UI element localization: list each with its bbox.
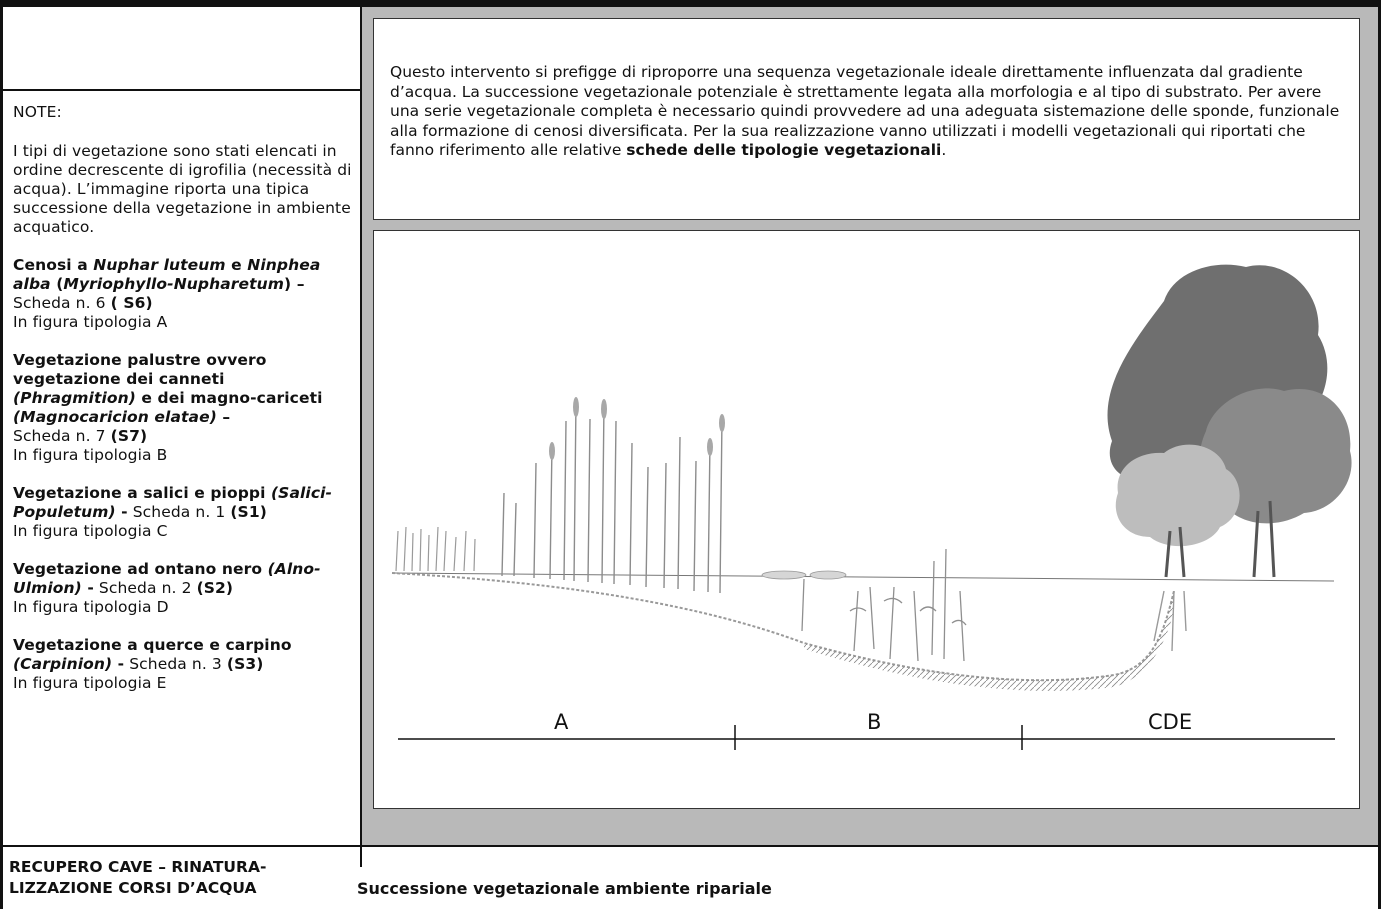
figure-ref: In figura tipologia A <box>13 313 168 331</box>
reed-plumes <box>549 397 725 460</box>
bank-profile <box>391 572 1175 682</box>
figure-ref: In figura tipologia C <box>13 522 168 540</box>
scheda-ref: Scheda n. 3 <box>124 655 227 673</box>
notes-column: NOTE: I tipi di vegetazione sono stati e… <box>3 7 362 845</box>
note-item-s3: Vegetazione a querce e carpino (Carpinio… <box>13 636 292 692</box>
tree-trunks <box>1164 500 1276 578</box>
basin-hatching <box>804 591 1174 691</box>
scheda-code: (S1) <box>230 503 267 521</box>
zone-label-b: B <box>867 710 881 734</box>
notes-panel: NOTE: I tipi di vegetazione sono stati e… <box>3 91 360 693</box>
notes-header-blank <box>3 7 360 91</box>
note-item-s1: Vegetazione a salici e pioppi (Salici-Po… <box>13 484 333 540</box>
scheda-ref: Scheda n. 6 <box>13 294 111 312</box>
scheda-ref: Scheda n. 2 <box>93 579 197 597</box>
tree-roots <box>1153 590 1187 652</box>
content-column: Questo intervento si prefigge di ripropo… <box>362 7 1378 845</box>
trees-group <box>1107 264 1352 652</box>
scheda-code: (S7) <box>110 427 148 445</box>
figure-ref: In figura tipologia E <box>13 674 167 692</box>
zone-axis <box>398 725 1335 750</box>
zone-label-cde: CDE <box>1148 710 1192 734</box>
footer-sheet-title: Successione vegetazionale ambiente ripar… <box>357 879 772 898</box>
scheda-ref: Scheda n. 7 <box>13 427 111 445</box>
note-item-s7: Vegetazione palustre ovvero vegetazione … <box>13 351 323 464</box>
scheda-code: ( S6) <box>110 294 153 312</box>
intro-bold-ref: schede delle tipologie vegetazionali <box>626 141 942 159</box>
note-item-s6: Cenosi a Nuphar luteum e Ninphea alba (M… <box>13 256 321 331</box>
notes-heading: NOTE: <box>13 103 62 121</box>
note-item-s2: Vegetazione ad ontano nero (Alno-Ulmion)… <box>13 560 321 616</box>
intro-text-box: Questo intervento si prefigge di ripropo… <box>373 18 1360 220</box>
footer-bar: RECUPERO CAVE – RINATURA-LIZZAZIONE CORS… <box>3 845 1378 909</box>
reeds-low-group <box>395 526 476 572</box>
notes-intro: I tipi di vegetazione sono stati elencat… <box>13 142 352 236</box>
scheda-code: (S3) <box>226 655 264 673</box>
scheda-code: (S2) <box>196 579 234 597</box>
tree-canopy-small <box>1115 444 1240 547</box>
water-surface-line <box>391 572 1335 582</box>
figure-ref: In figura tipologia D <box>13 598 169 616</box>
vegetation-figure: A B CDE <box>373 230 1360 809</box>
intro-body: Questo intervento si prefigge di ripropo… <box>390 63 1340 159</box>
submerged-plants <box>801 548 967 662</box>
floating-leaves <box>761 570 847 580</box>
reeds-tall-group <box>501 400 723 594</box>
footer-section-title: RECUPERO CAVE – RINATURA-LIZZAZIONE CORS… <box>9 858 267 897</box>
footer-divider <box>360 847 362 867</box>
figure-ref: In figura tipologia B <box>13 446 168 464</box>
zone-label-a: A <box>554 710 569 734</box>
vegetation-illustration: A B CDE <box>391 264 1352 750</box>
scheda-ref: Scheda n. 1 <box>127 503 231 521</box>
